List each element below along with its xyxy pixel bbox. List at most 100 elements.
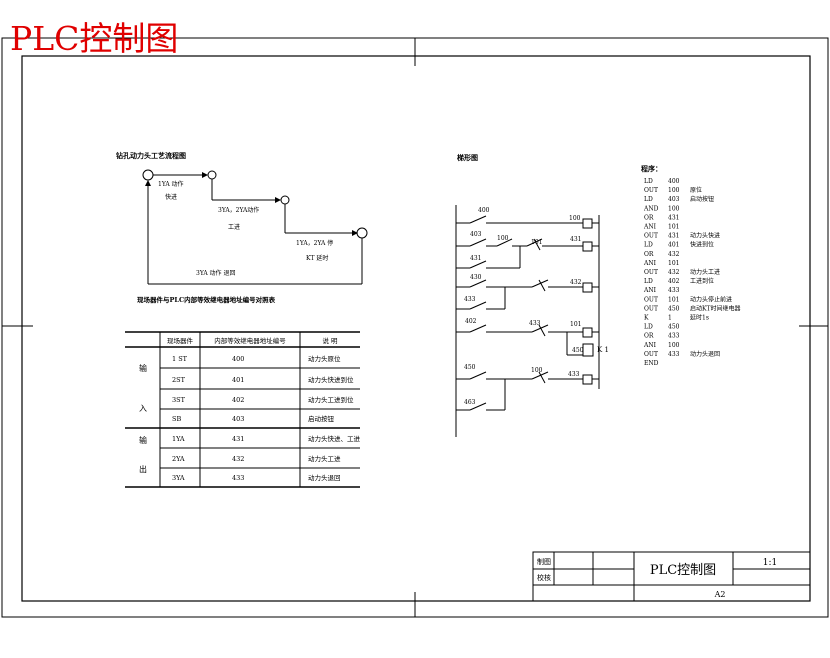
instruction-address: 100 bbox=[668, 187, 680, 194]
instruction-note: 动力头工进 bbox=[690, 268, 720, 276]
io-cell-device: 2YA bbox=[172, 455, 185, 463]
instruction-opcode: OUT bbox=[644, 351, 658, 358]
drawing-scale: 1:1 bbox=[763, 558, 777, 568]
flow-step3-sublabel: KT 延时 bbox=[306, 254, 328, 262]
flow-node-work-end bbox=[280, 195, 290, 205]
instruction-note: 快进到位 bbox=[690, 241, 714, 249]
coil-label: 450 bbox=[572, 347, 584, 354]
contact-101-nc-b bbox=[531, 279, 549, 288]
coil-label: 100 bbox=[569, 215, 581, 222]
io-cell-device: 3ST bbox=[172, 396, 186, 404]
flow-node-origin bbox=[142, 169, 154, 181]
instruction-note: 启动按钮 bbox=[690, 195, 714, 203]
io-cell-device: SB bbox=[172, 415, 181, 423]
io-group-output-bottom: 出 bbox=[139, 464, 147, 474]
instruction-opcode: K bbox=[644, 315, 649, 322]
instruction-opcode: ANI bbox=[643, 224, 657, 231]
contact-label: 403 bbox=[470, 231, 482, 238]
instruction-note: 延时1s bbox=[690, 314, 709, 322]
instruction-opcode: LD bbox=[644, 196, 653, 203]
drawn-by-label: 制图 bbox=[537, 557, 551, 566]
flow-step1-sublabel: 快进 bbox=[165, 193, 177, 201]
instruction-note: 启动KT时间继电器 bbox=[690, 304, 741, 312]
io-cell-desc: 动力头工进 bbox=[308, 454, 341, 463]
instruction-row: OUT 432 动力头工进 bbox=[644, 268, 720, 276]
contact-label: 100 bbox=[497, 235, 509, 242]
instruction-address: 401 bbox=[668, 242, 679, 249]
sheet-size: A2 bbox=[714, 590, 726, 599]
contact-label: 101 bbox=[531, 239, 542, 246]
contact-430 bbox=[469, 279, 487, 288]
instruction-opcode: END bbox=[644, 360, 659, 367]
instruction-address: 431 bbox=[668, 214, 679, 221]
contact-label: 433 bbox=[529, 320, 541, 327]
instruction-opcode: OUT bbox=[644, 296, 658, 303]
instruction-address: 100 bbox=[668, 342, 680, 349]
flow-step3-label: 1YA，2YA 停 bbox=[296, 239, 333, 247]
coil-label: 432 bbox=[570, 279, 582, 286]
instruction-opcode: LD bbox=[644, 242, 653, 249]
io-cell-device: 1YA bbox=[172, 435, 185, 443]
contact-label: 463 bbox=[464, 399, 476, 406]
timer-label: K 1 bbox=[597, 346, 609, 354]
page-title: PLC控制图 bbox=[10, 19, 178, 58]
io-cell-desc: 动力头快进、工进 bbox=[308, 434, 361, 443]
instruction-address: 101 bbox=[668, 296, 679, 303]
contact-label: 431 bbox=[470, 255, 481, 262]
contact-431 bbox=[469, 260, 487, 269]
drawing-name: PLC控制图 bbox=[650, 563, 716, 578]
coil-label: 433 bbox=[568, 371, 580, 378]
contact-400 bbox=[469, 215, 487, 224]
contact-433-nc bbox=[531, 324, 549, 333]
instruction-opcode: OUT bbox=[644, 305, 658, 312]
instruction-opcode: ANI bbox=[643, 287, 657, 294]
instruction-row: LD 401 快进到位 bbox=[644, 241, 714, 249]
contact-403 bbox=[469, 238, 487, 247]
instruction-opcode: LD bbox=[644, 278, 653, 285]
contact-label: 400 bbox=[478, 207, 490, 214]
instruction-address: 433 bbox=[668, 351, 680, 358]
checked-by-label: 校核 bbox=[537, 573, 551, 582]
io-cell-address: 400 bbox=[232, 355, 244, 363]
flow-step1-label: 1YA 动作 bbox=[158, 180, 184, 188]
instruction-address: 1 bbox=[668, 315, 672, 322]
instruction-note: 动力头快进 bbox=[690, 232, 720, 240]
contact-402 bbox=[469, 324, 487, 333]
io-table-row: 2YA 432 动力头工进 bbox=[172, 454, 341, 463]
instruction-address: 431 bbox=[668, 233, 679, 240]
instruction-opcode: OUT bbox=[644, 269, 658, 276]
flow-node-fast-end bbox=[207, 170, 217, 180]
io-table-row: 3ST 402 动力头工进到位 bbox=[172, 395, 354, 404]
instruction-address: 450 bbox=[668, 324, 680, 331]
instruction-row: OUT 433 动力头退回 bbox=[644, 350, 720, 358]
instruction-opcode: OUT bbox=[644, 187, 658, 194]
contact-label: 450 bbox=[464, 364, 476, 371]
io-cell-address: 401 bbox=[232, 376, 244, 384]
io-cell-address: 402 bbox=[232, 396, 244, 404]
contact-101-nc bbox=[526, 238, 543, 247]
io-group-input-bottom: 入 bbox=[139, 404, 147, 413]
coil-431 bbox=[582, 241, 593, 252]
instruction-opcode: ANI bbox=[643, 342, 657, 349]
inner-border bbox=[21, 55, 811, 602]
instruction-opcode: OR bbox=[644, 251, 654, 258]
instruction-note: 动力头退回 bbox=[690, 350, 720, 358]
io-cell-device: 1 ST bbox=[172, 355, 188, 363]
instruction-address: 433 bbox=[668, 333, 680, 340]
io-cell-address: 403 bbox=[232, 415, 244, 423]
instruction-note: 动力头停止前进 bbox=[690, 295, 732, 303]
io-cell-desc: 动力头工进到位 bbox=[308, 395, 354, 404]
io-cell-address: 433 bbox=[232, 474, 244, 482]
instruction-address: 432 bbox=[668, 269, 680, 276]
coil-101 bbox=[582, 327, 593, 338]
